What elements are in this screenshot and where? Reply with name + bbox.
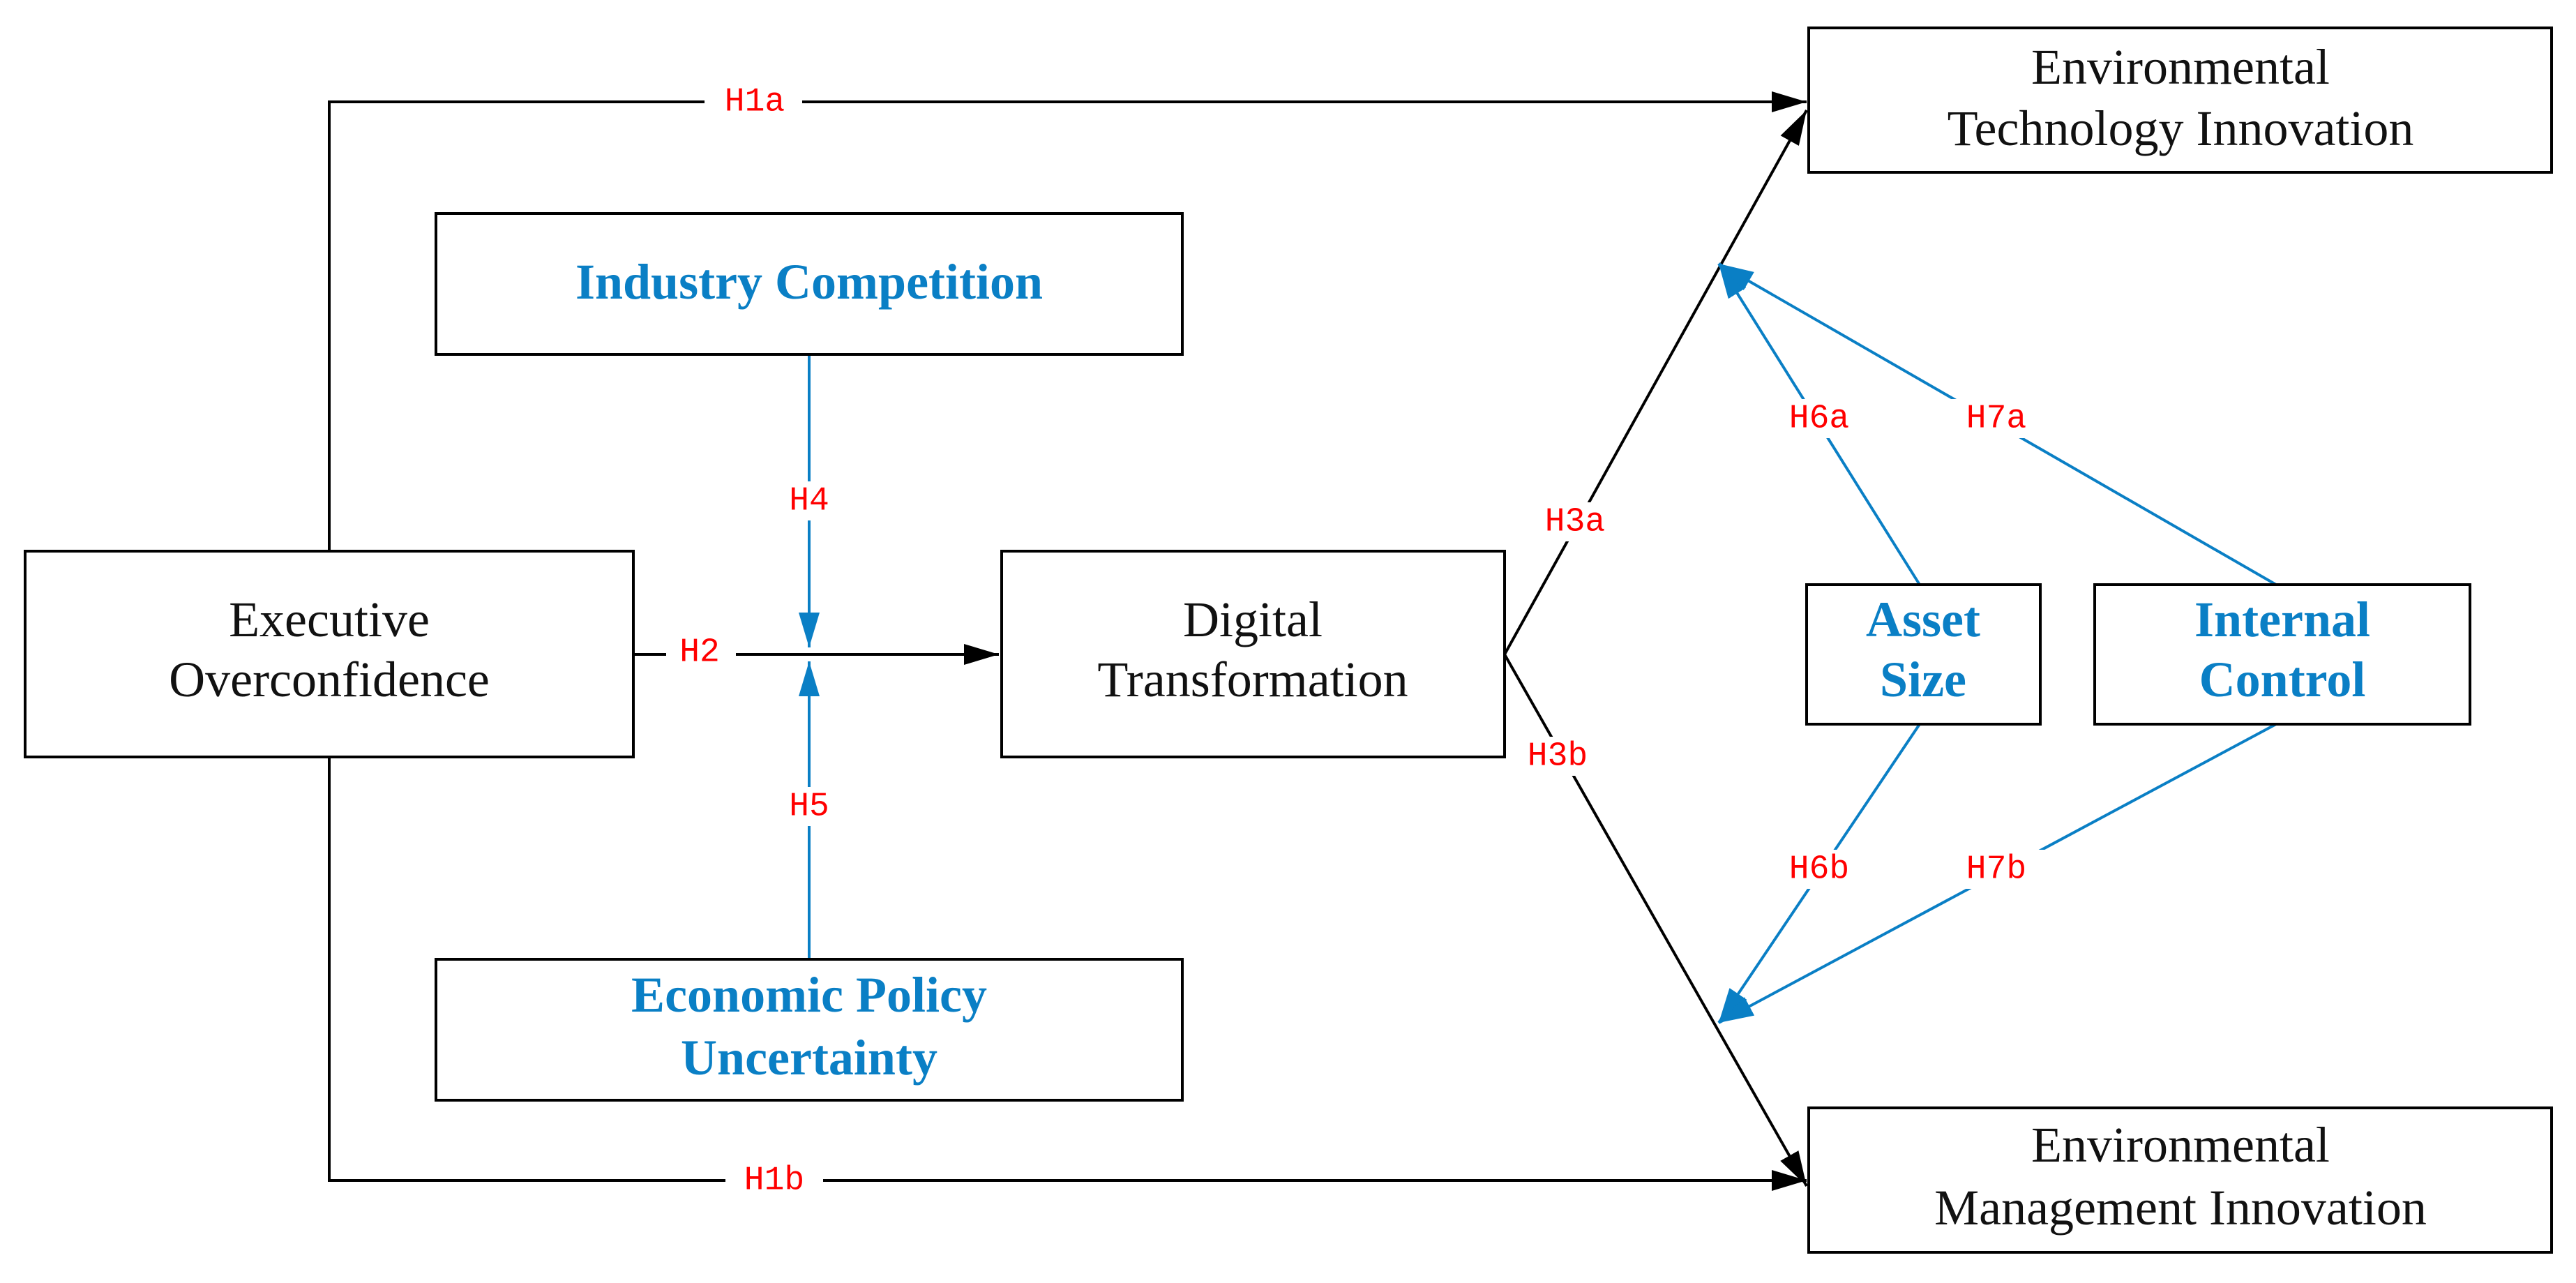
label-h6b: H6b [1789, 851, 1849, 889]
node-environmental-technology-innovation: Environmental Technology Innovation [1807, 27, 2553, 174]
edge-h3a [1503, 110, 1808, 655]
node-digital-transformation: Digital Transformation [1000, 550, 1506, 758]
svg-text:Transformation: Transformation [1097, 652, 1408, 707]
label-h1b: H1b [744, 1162, 804, 1200]
svg-text:Environmental: Environmental [2031, 1117, 2330, 1173]
svg-text:Internal: Internal [2194, 592, 2370, 647]
label-h7b: H7b [1966, 851, 2026, 889]
label-h5: H5 [789, 788, 829, 826]
node-environmental-management-innovation: Environmental Management Innovation [1807, 1106, 2553, 1254]
node-economic-policy-uncertainty: Economic Policy Uncertainty [435, 958, 1184, 1102]
edge-h1a [328, 91, 1807, 551]
label-h2: H2 [679, 634, 720, 672]
svg-text:Environmental: Environmental [2031, 39, 2330, 95]
svg-text:Executive: Executive [229, 592, 430, 647]
node-industry-competition: Industry Competition [435, 212, 1184, 356]
svg-text:Management Innovation: Management Innovation [1934, 1180, 2427, 1236]
svg-text:Uncertainty: Uncertainty [681, 1030, 937, 1086]
label-h6a: H6a [1789, 400, 1849, 438]
label-h7a: H7a [1966, 400, 2026, 438]
node-executive-overconfidence: Executive Overconfidence [24, 550, 635, 758]
svg-text:Size: Size [1880, 652, 1966, 707]
label-h4: H4 [789, 483, 829, 520]
label-h3b: H3b [1528, 738, 1588, 776]
svg-text:Overconfidence: Overconfidence [169, 652, 490, 707]
edge-h3b [1503, 654, 1808, 1187]
svg-text:Control: Control [2199, 652, 2366, 707]
svg-text:Technology Innovation: Technology Innovation [1948, 100, 2414, 156]
node-internal-control: Internal Control [2093, 583, 2471, 726]
svg-text:Industry Competition: Industry Competition [575, 254, 1043, 310]
svg-text:Economic Policy: Economic Policy [631, 967, 987, 1023]
label-h3a: H3a [1545, 504, 1605, 541]
svg-text:Digital: Digital [1183, 592, 1323, 647]
edge-h1b [328, 757, 1807, 1191]
node-asset-size: Asset Size [1805, 583, 2042, 726]
svg-text:Asset: Asset [1866, 592, 1980, 647]
label-h1a: H1a [725, 84, 785, 121]
